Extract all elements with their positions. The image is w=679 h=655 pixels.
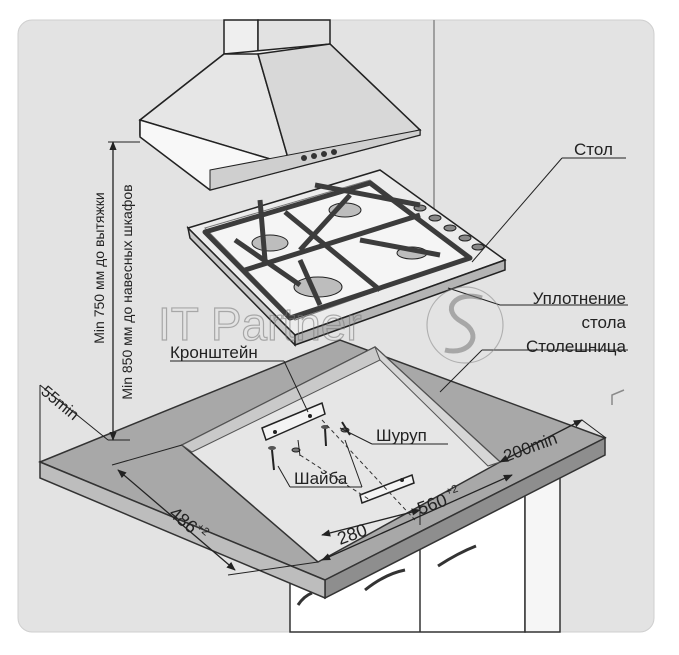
watermark: IT Partner xyxy=(157,286,504,364)
dimension-280-560: 280 560 +2 xyxy=(321,474,513,561)
label-seal-line1: Уплотнение xyxy=(533,289,626,308)
vertical-label-cabinets: Min 850 мм до навесных шкафов xyxy=(119,184,135,399)
watermark-text: IT Partner xyxy=(158,298,362,350)
label-screw: Шуруп xyxy=(376,426,427,445)
vertical-label-hood: Min 750 мм до вытяжки xyxy=(91,192,107,343)
range-hood xyxy=(138,19,422,191)
watermark-logo-icon xyxy=(444,293,483,354)
label-washer: Шайба xyxy=(294,469,348,488)
label-countertop: Столешница xyxy=(526,337,627,356)
dim-560-tolerance: +2 xyxy=(444,483,460,499)
label-seal-line2: стола xyxy=(581,313,626,332)
label-bracket: Кронштейн xyxy=(170,343,258,362)
vertical-dimension: Min 750 мм до вытяжки Min 850 мм до наве… xyxy=(91,141,140,441)
label-table: Стол xyxy=(574,140,613,159)
gas-hob xyxy=(186,169,507,347)
